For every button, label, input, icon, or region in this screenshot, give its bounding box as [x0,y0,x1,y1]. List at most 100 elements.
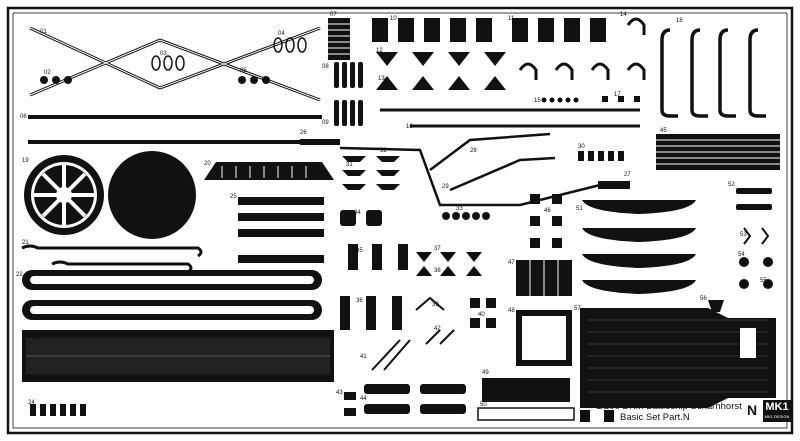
part-number-47: 47 [508,260,515,266]
part-number-34: 34 [354,210,361,216]
part-number-54: 54 [738,252,745,258]
part-number-08: 08 [322,64,329,70]
part-41 [371,339,411,371]
part-12 [376,52,506,66]
fret-inner-frame [12,12,788,429]
part-28 [429,132,556,192]
part-06 [28,115,322,144]
part-number-19: 19 [22,158,29,164]
part-14 [518,17,646,80]
part-number-10: 10 [390,16,397,22]
part-number-06: 06 [20,114,27,120]
part-35 [348,244,408,270]
part-51 [582,200,696,294]
part-10 [372,18,492,42]
part-31 [342,156,366,190]
part-number-49: 49 [482,370,489,376]
part-34 [340,210,382,226]
part-45 [656,134,780,170]
part-number-05: 05 [240,68,247,74]
part-number-09: 09 [322,120,329,126]
part-02 [40,76,72,84]
part-13 [376,76,506,90]
part-27 [598,181,630,189]
part-56 [708,300,724,312]
part-number-18: 18 [676,18,683,24]
part-number-48: 48 [508,308,515,314]
part-03 [151,55,185,71]
part-number-25: 25 [230,194,237,200]
sheet-title: 1/200 DKM Battleship Scharnhorst [596,401,742,412]
part-number-36: 36 [356,298,363,304]
part-number-28: 28 [470,148,477,154]
part-53 [743,227,770,245]
part-number-32: 32 [380,148,387,154]
part-number-39: 39 [432,302,439,308]
sheet-subtitle: Basic Set Part.N [620,412,690,423]
part-19 [24,155,104,235]
part-39 [415,296,445,311]
part-number-02: 02 [44,70,51,76]
part-48 [516,310,572,366]
part-number-40: 40 [478,312,485,318]
part-05 [238,76,270,84]
part-29 [339,146,601,207]
part-number-30: 30 [578,144,585,150]
part-21 [21,244,203,274]
part-11 [512,18,606,42]
part-23 [22,330,334,382]
part-number-07: 07 [330,12,337,18]
part-17 [602,96,640,102]
part-19-disc [108,151,196,239]
part-32 [376,156,400,190]
part-number-03: 03 [160,51,167,57]
part-57 [580,308,776,408]
part-40 [470,298,496,328]
part-20 [204,162,334,180]
part-number-50: 50 [480,402,487,408]
part-09 [334,100,363,126]
part-number-55: 55 [760,278,767,284]
part-15 [541,97,579,103]
part-number-41: 41 [360,354,367,360]
part-number-52: 52 [728,182,735,188]
part-22 [22,270,322,320]
part-25 [238,197,324,263]
part-number-20: 20 [204,161,211,167]
part-number-21: 21 [22,240,29,246]
part-number-37: 37 [434,246,441,252]
part-number-04: 04 [278,31,285,37]
part-18 [660,28,766,118]
fret-frame [6,6,794,435]
part-52 [736,188,772,210]
part-47 [516,260,572,296]
part-number-14: 14 [620,12,627,18]
part-number-12: 12 [376,48,383,54]
brand-logo: MK1 MK1 DESIGN [763,400,791,422]
part-number-45: 45 [660,128,667,134]
part-number-16: 16 [406,124,413,130]
part-54 [739,257,773,267]
part-number-13: 13 [378,76,385,82]
part-49 [482,378,570,402]
part-number-27: 27 [624,172,631,178]
part-38 [416,266,482,276]
part-number-57: 57 [574,306,581,312]
part-number-42: 42 [434,326,441,332]
part-number-24: 24 [28,400,35,406]
part-33 [442,212,490,220]
part-04 [273,37,307,53]
part-number-56: 56 [700,296,707,302]
part-number-01: 01 [40,29,47,35]
part-number-51: 51 [576,206,583,212]
part-46 [530,194,562,248]
part-number-31: 31 [346,162,353,168]
part-08 [334,62,363,88]
part-number-23: 23 [32,336,39,342]
part-30 [578,151,624,161]
part-number-43: 43 [336,390,343,396]
part-number-17: 17 [614,92,621,98]
part-number-38: 38 [434,268,441,274]
